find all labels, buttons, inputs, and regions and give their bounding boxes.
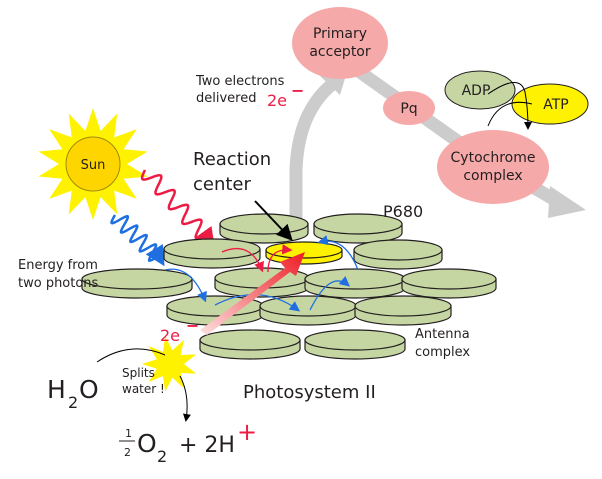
adp-label: ADP <box>462 83 491 99</box>
red-transfer-arrow-1 <box>221 247 264 273</box>
blue-photon-wave <box>110 214 165 267</box>
half-numerator: 1 <box>125 427 132 440</box>
antenna-disc <box>304 329 406 360</box>
antenna-disc <box>313 213 403 244</box>
antenna-disc <box>163 238 261 269</box>
antenna-disc <box>81 268 193 299</box>
water-to-split-arc <box>96 348 166 363</box>
antenna-disc <box>199 329 301 360</box>
blue-transfer-arrow-3 <box>309 276 350 311</box>
antenna-label-1: Antenna <box>415 327 470 342</box>
cytochrome-label-1: Cytochrome <box>451 150 536 166</box>
primary-acceptor-node: Primary acceptor <box>292 7 388 79</box>
splits-label-2: water ! <box>122 382 165 396</box>
red-transfer-arrow-2 <box>267 244 293 273</box>
electron-path-end-arrowhead <box>548 186 586 218</box>
atp-synthesis-arrow <box>487 82 532 130</box>
pq-node: Pq <box>383 91 435 125</box>
adp-node: ADP <box>444 70 516 110</box>
electrons-bottom-charge: − <box>186 316 199 335</box>
antenna-disc <box>219 213 309 244</box>
electrons-top-charge: − <box>291 81 304 100</box>
antenna-discs <box>81 213 497 360</box>
p680-label: P680 <box>383 202 423 221</box>
primary-acceptor-label-2: acceptor <box>309 44 371 60</box>
pq-label: Pq <box>400 101 417 117</box>
h2o-h: H <box>47 375 66 404</box>
two-electrons-label-2: delivered <box>196 91 256 106</box>
reaction-center-label-2: center <box>193 174 252 195</box>
o2-o: O <box>137 429 157 458</box>
blue-transfer-arrow-1 <box>164 268 207 303</box>
half-denominator: 2 <box>124 446 131 459</box>
electron-path-up-arrow <box>289 76 340 236</box>
water-split-burst-icon <box>142 336 197 392</box>
electron-transfer-arrow <box>200 252 305 335</box>
atp-label: ATP <box>543 97 568 113</box>
photosystem-label: Photosystem II <box>243 382 376 403</box>
splits-label-1: Splits <box>122 366 155 380</box>
antenna-disc <box>166 295 264 326</box>
two-electrons-label-1: Two electrons <box>195 74 285 89</box>
antenna-disc <box>353 239 443 270</box>
energy-label-2: two photons <box>18 276 99 291</box>
split-to-products-arrow <box>179 375 191 422</box>
primary-acceptor-label-1: Primary <box>313 26 367 42</box>
cytochrome-complex-node: Cytochrome complex <box>437 130 549 204</box>
electrons-top-label: 2e <box>267 91 287 110</box>
antenna-label-2: complex <box>415 345 470 360</box>
blue-transfer-arrow-4 <box>317 235 359 271</box>
h-plus-charge: + <box>237 418 257 446</box>
antenna-disc <box>354 295 452 326</box>
two-h-label: + 2H <box>179 433 235 458</box>
atp-node: ATP <box>511 83 589 125</box>
atp-cycle-arrow <box>487 101 533 127</box>
energy-label-1: Energy from <box>18 258 98 273</box>
cytochrome-label-2: complex <box>463 168 522 184</box>
o2-subscript: 2 <box>157 447 167 466</box>
h2o-o: O <box>79 375 99 404</box>
antenna-disc <box>401 268 497 299</box>
electrons-bottom-label: 2e <box>160 326 180 345</box>
sun-icon: Sun <box>38 108 148 220</box>
reaction-center-pointer <box>254 200 293 241</box>
antenna-disc <box>259 295 357 326</box>
h2o-subscript: 2 <box>68 393 78 412</box>
red-photon-wave <box>140 169 215 249</box>
sun-label: Sun <box>81 158 106 173</box>
reaction-center-label-1: Reaction <box>193 149 271 170</box>
